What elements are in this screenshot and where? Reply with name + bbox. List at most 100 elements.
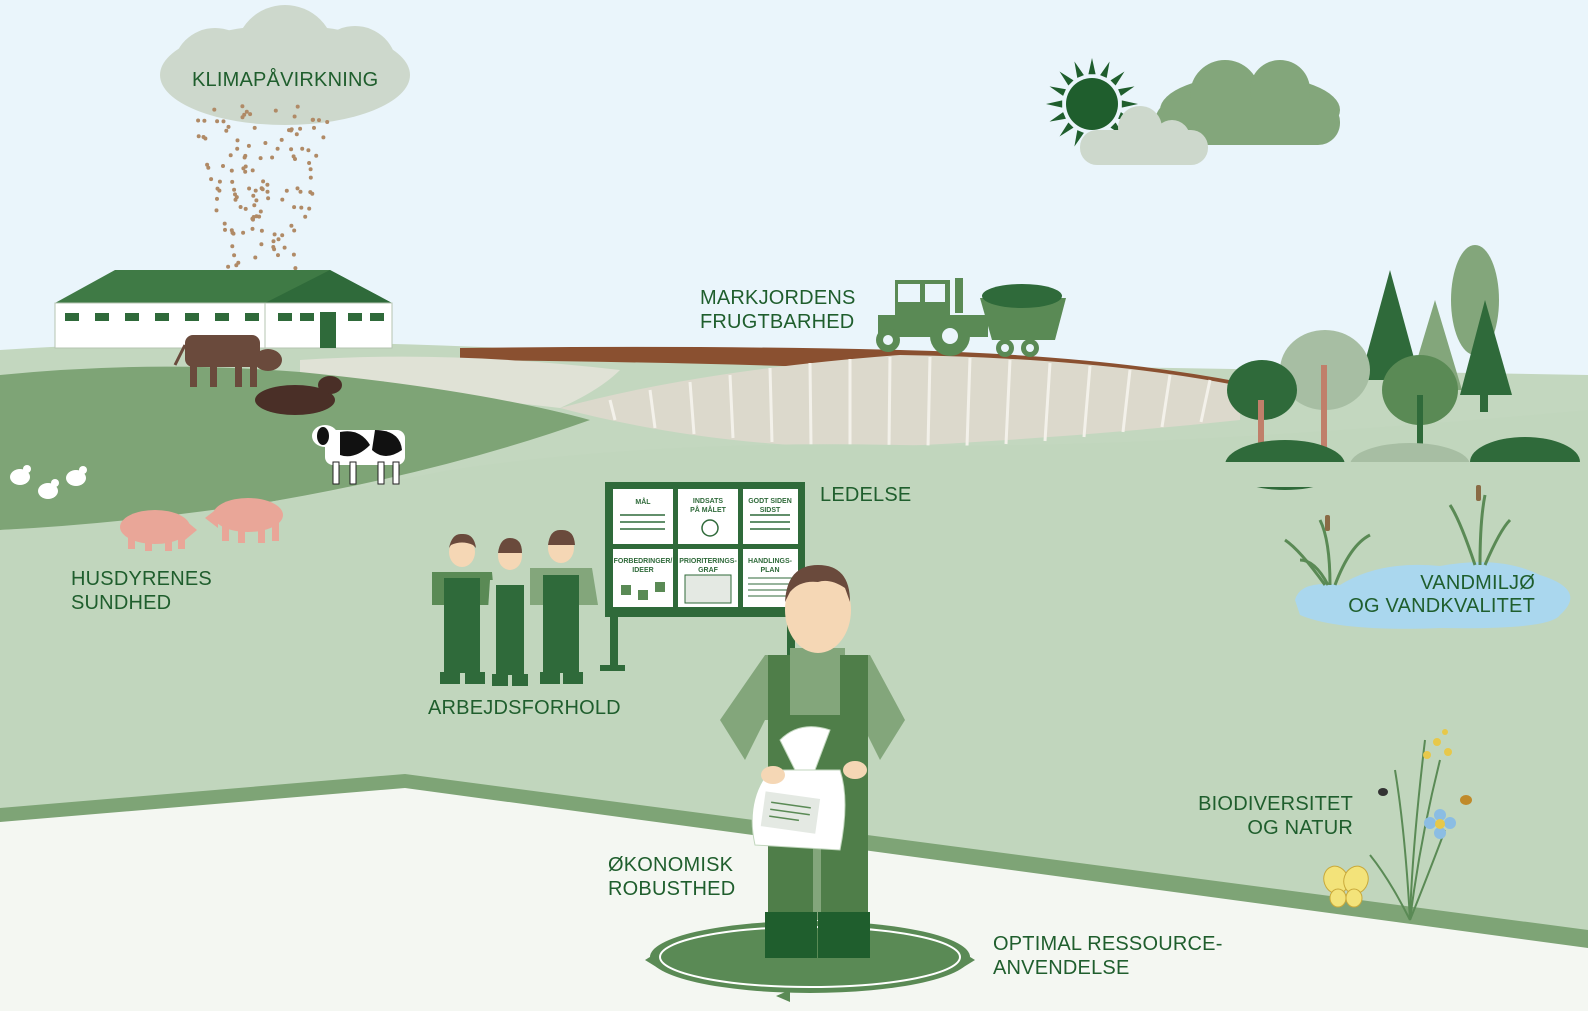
emission-particle	[299, 205, 304, 210]
emission-particle	[314, 153, 319, 158]
emission-particle	[284, 188, 289, 193]
sun-ray	[1088, 58, 1096, 75]
emission-particle	[254, 198, 259, 203]
holstein-cow-icon	[312, 425, 405, 485]
sun-ray	[1046, 100, 1063, 108]
emission-particle	[241, 166, 246, 171]
emission-particle	[294, 132, 299, 137]
emission-particle	[310, 191, 315, 196]
emission-particle	[292, 228, 297, 233]
emission-particle	[261, 179, 266, 184]
emission-particle	[196, 134, 201, 139]
board-label-prioriterings: PRIORITERINGS-	[679, 558, 737, 565]
board-label-handlings: HANDLINGS-	[748, 558, 793, 565]
label-husdyrenes: HUSDYRENES	[71, 568, 212, 590]
sack-icon	[751, 726, 867, 851]
butterfly-icon	[1323, 865, 1369, 908]
emission-particle	[291, 154, 296, 159]
emission-particle	[224, 128, 229, 133]
emission-particle	[205, 162, 210, 167]
emission-particle	[244, 109, 249, 114]
emission-particle	[289, 147, 294, 152]
worker-right-icon	[530, 529, 598, 684]
label-markjordens: MARKJORDENS	[700, 287, 856, 309]
emission-particle	[252, 125, 257, 130]
emission-particle	[241, 230, 246, 235]
label-optimal-ressource: OPTIMAL RESSOURCE-	[993, 933, 1223, 955]
emission-particle	[234, 195, 239, 200]
emission-particle	[221, 164, 225, 168]
emission-particle	[321, 135, 326, 140]
emission-particle	[317, 118, 321, 123]
cloud-light-icon	[1080, 106, 1208, 165]
emission-particle	[243, 169, 248, 174]
emission-particle	[275, 146, 280, 151]
chickens-icon	[10, 465, 87, 499]
sun-ray	[1049, 112, 1066, 122]
label-anvendelse: ANVENDELSE	[993, 957, 1130, 979]
emission-particle	[230, 179, 235, 184]
emission-particle	[279, 137, 284, 142]
emission-particle	[229, 168, 234, 173]
emission-particle	[251, 193, 256, 198]
emission-particle	[242, 155, 247, 160]
board-label-ideer: IDEER	[632, 567, 653, 574]
label-ledelse: LEDELSE	[820, 484, 911, 506]
label-oekonomisk: ØKONOMISK	[608, 854, 734, 876]
label-biodiversitet: BIODIVERSITET	[1198, 793, 1353, 815]
label-og-natur: OG NATUR	[1247, 817, 1353, 839]
emission-particle	[215, 119, 220, 124]
pasture	[0, 366, 590, 530]
emission-particle	[231, 231, 236, 236]
emission-particle	[298, 189, 303, 194]
sun-ray	[1074, 130, 1084, 147]
sun-ray	[1118, 86, 1135, 96]
sun-ray	[1059, 122, 1074, 137]
emission-particle	[295, 186, 300, 191]
emission-particle	[250, 168, 255, 173]
board-label-paa-maalet: PÅ MÅLET	[690, 505, 727, 514]
sun-ray	[1059, 71, 1074, 86]
emission-particle	[253, 255, 258, 260]
board-label-indsats: INDSATS	[693, 498, 724, 505]
emission-particle	[215, 196, 219, 201]
label-klimapaavirkning: KLIMAPÅVIRKNING	[192, 68, 378, 91]
emission-particle	[242, 112, 247, 117]
barn-icon	[54, 270, 393, 349]
emission-particle	[214, 208, 219, 213]
emission-particle	[307, 161, 312, 165]
emission-particle	[287, 128, 291, 133]
sun-ray	[1110, 71, 1125, 86]
emission-particle	[298, 126, 303, 131]
board-label-godt-siden: GODT SIDEN	[748, 498, 792, 505]
emission-particle	[259, 242, 264, 247]
emission-particle	[253, 188, 258, 193]
wildflowers-icon	[1369, 729, 1472, 921]
label-sundhed: SUNDHED	[71, 592, 171, 614]
workers-group-icon	[432, 529, 598, 686]
emission-particle	[292, 114, 297, 119]
emission-particle	[265, 182, 270, 187]
emission-particle	[201, 135, 206, 139]
board-label-plan: PLAN	[760, 567, 779, 574]
emission-particle	[276, 253, 280, 258]
emission-particle	[271, 245, 276, 249]
label-robusthed: ROBUSTHED	[608, 878, 735, 900]
emission-particle	[235, 146, 240, 151]
emission-particle	[206, 165, 211, 170]
emission-particle	[215, 186, 220, 191]
emission-particle	[226, 264, 231, 269]
worker-middle-icon	[488, 538, 532, 686]
emission-particle	[289, 223, 294, 228]
emission-particle	[280, 197, 285, 202]
emission-particle	[276, 237, 281, 242]
forest-icon	[1222, 245, 1588, 490]
emission-particle	[258, 156, 263, 161]
emission-particle	[212, 107, 217, 112]
emission-particle	[257, 214, 262, 219]
emission-particle	[325, 120, 330, 124]
emission-particle	[222, 221, 227, 226]
emission-particle	[202, 118, 207, 123]
emission-particle	[303, 214, 308, 219]
sun-ray	[1121, 100, 1138, 108]
